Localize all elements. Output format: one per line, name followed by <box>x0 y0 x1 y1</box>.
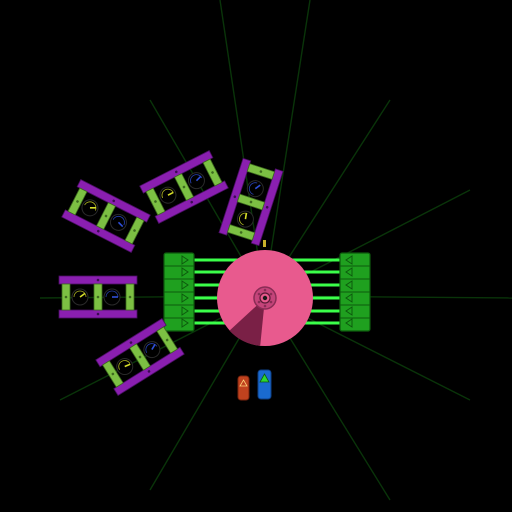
triangle-arrow-icon <box>181 280 189 290</box>
triangle-arrow-icon <box>345 280 353 290</box>
satellite-module[interactable] <box>58 275 138 319</box>
red-token[interactable] <box>237 375 250 401</box>
satellite-modules <box>58 150 284 397</box>
gauge-icon <box>159 186 177 204</box>
core-marker <box>263 240 266 247</box>
triangle-arrow-icon <box>345 255 353 265</box>
left-hub[interactable] <box>163 252 195 332</box>
right-hub[interactable] <box>339 252 371 332</box>
gauge-icon <box>143 341 161 359</box>
gauge-icon <box>236 210 254 228</box>
triangle-arrow-icon <box>345 306 353 316</box>
background-rays <box>39 0 512 501</box>
reactor-core[interactable] <box>217 250 313 346</box>
gauge-icon <box>81 199 99 217</box>
triangle-arrow-icon <box>345 318 353 328</box>
satellite-module[interactable] <box>95 317 185 397</box>
triangle-arrow-icon <box>181 267 189 277</box>
satellite-module[interactable] <box>61 179 151 253</box>
warning-triangle-icon <box>259 373 270 383</box>
triangle-arrow-icon <box>345 267 353 277</box>
ray <box>263 0 311 297</box>
gauge-icon <box>109 213 127 231</box>
gauge-icon <box>116 358 134 376</box>
triangle-arrow-icon <box>181 318 189 328</box>
core-sector <box>229 298 265 346</box>
gauge-icon <box>187 172 205 190</box>
gauge-icon <box>246 180 264 198</box>
triangle-arrow-icon <box>345 293 353 303</box>
blue-token[interactable] <box>257 369 272 400</box>
ray <box>219 0 265 297</box>
gear-icon <box>253 286 277 310</box>
triangle-arrow-icon <box>181 293 189 303</box>
triangle-arrow-icon <box>181 306 189 316</box>
gauge-icon <box>71 288 89 306</box>
warning-triangle-icon <box>239 379 248 387</box>
satellite-module[interactable] <box>139 150 229 224</box>
satellite-module[interactable] <box>218 157 284 247</box>
gauge-icon <box>103 288 121 306</box>
triangle-arrow-icon <box>181 255 189 265</box>
